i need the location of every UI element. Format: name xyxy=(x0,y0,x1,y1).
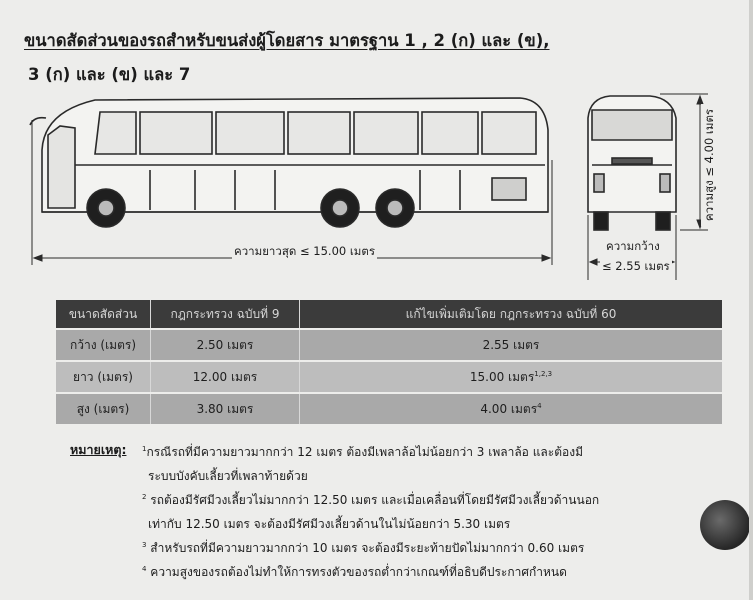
note-2-line-1: 2 รถต้องมีรัศมีวงเลี้ยวไม่มากกว่า 12.50 … xyxy=(142,491,599,510)
bus-rear-view xyxy=(587,95,677,231)
cell-height-new: 4.00 เมตร4 xyxy=(299,393,722,424)
page-edge xyxy=(749,0,753,600)
cell-height-old: 3.80 เมตร xyxy=(150,393,300,424)
table-row: ยาว (เมตร) 12.00 เมตร 15.00 เมตร1,2,3 xyxy=(56,361,722,393)
length-caption: ความยาวสุด ≤ 15.00 เมตร xyxy=(232,243,378,261)
table-row: กว้าง (เมตร) 2.50 เมตร 2.55 เมตร xyxy=(56,329,722,361)
note-2-marker: 2 xyxy=(142,493,147,501)
cell-height-new-value: 4.00 เมตร xyxy=(480,401,538,416)
note-1-line-2: ระบบบังคับเลี้ยวที่เพลาท้ายด้วย xyxy=(148,469,308,483)
header-dimension: ขนาดสัดส่วน xyxy=(56,300,151,329)
note-1-line-1: 1กรณีรถที่มีความยาวมากกว่า 12 เมตร ต้องม… xyxy=(142,443,583,462)
height-dimension-line xyxy=(660,93,708,231)
title-line-2: 3 (ก) และ (ข) และ 7 xyxy=(28,65,191,84)
note-2-text-a: รถต้องมีรัศมีวงเลี้ยวไม่มากกว่า 12.50 เม… xyxy=(150,493,600,507)
cell-width-new: 2.55 เมตร xyxy=(299,329,722,361)
scan-hole-punch xyxy=(700,500,750,550)
note-4-marker: 4 xyxy=(142,565,147,573)
header-regulation-9: กฎกระทรวง ฉบับที่ 9 xyxy=(150,300,300,329)
note-1-marker: 1 xyxy=(142,445,147,453)
note-2-line-2: เท่ากับ 12.50 เมตร จะต้องมีรัศมีวงเลี้ยว… xyxy=(148,517,511,531)
table-header-row: ขนาดสัดส่วน กฎกระทรวง ฉบับที่ 9 แก้ไขเพิ… xyxy=(56,300,722,329)
row-label-length: ยาว (เมตร) xyxy=(56,361,151,393)
cell-length-old: 12.00 เมตร xyxy=(150,361,300,393)
dimension-table: ขนาดสัดส่วน กฎกระทรวง ฉบับที่ 9 แก้ไขเพิ… xyxy=(56,300,722,424)
footnote-ref: 1,2,3 xyxy=(534,369,553,378)
cell-length-new: 15.00 เมตร1,2,3 xyxy=(299,361,722,393)
cell-length-new-value: 15.00 เมตร xyxy=(469,369,535,384)
bus-drawings xyxy=(29,93,708,280)
row-label-height: สูง (เมตร) xyxy=(56,393,151,424)
header-regulation-60: แก้ไขเพิ่มเติมโดย กฎกระทรวง ฉบับที่ 60 xyxy=(299,300,722,329)
note-4: 4 ความสูงของรถต้องไม่ทำให้การทรงตัวของรถ… xyxy=(142,563,567,582)
title-line-1: ขนาดสัดส่วนของรถสำหรับขนส่งผู้โดยสาร มาต… xyxy=(24,31,550,50)
cell-width-new-value: 2.55 เมตร xyxy=(482,337,540,352)
note-4-text: ความสูงของรถต้องไม่ทำให้การทรงตัวของรถต่… xyxy=(150,565,567,579)
note-3-text: สำหรับรถที่มีความยาวมากกว่า 10 เมตร จะต้… xyxy=(150,541,585,555)
note-3-marker: 3 xyxy=(142,541,147,549)
note-3: 3 สำหรับรถที่มีความยาวมากกว่า 10 เมตร จะ… xyxy=(142,539,584,558)
note-1-text-a: กรณีรถที่มีความยาวมากกว่า 12 เมตร ต้องมี… xyxy=(146,445,583,459)
footnote-ref: 4 xyxy=(537,401,542,410)
bus-side-view xyxy=(29,97,549,228)
cell-width-old: 2.50 เมตร xyxy=(150,329,300,361)
table-row: สูง (เมตร) 3.80 เมตร 4.00 เมตร4 xyxy=(56,393,722,424)
notes-label: หมายเหตุ: xyxy=(70,442,127,457)
width-caption-label: ความกว้าง xyxy=(604,238,662,256)
height-caption: ความสูง ≤ 4.00 เมตร xyxy=(701,104,719,226)
row-label-width: กว้าง (เมตร) xyxy=(56,329,151,361)
width-caption-value: ≤ 2.55 เมตร xyxy=(600,258,672,276)
